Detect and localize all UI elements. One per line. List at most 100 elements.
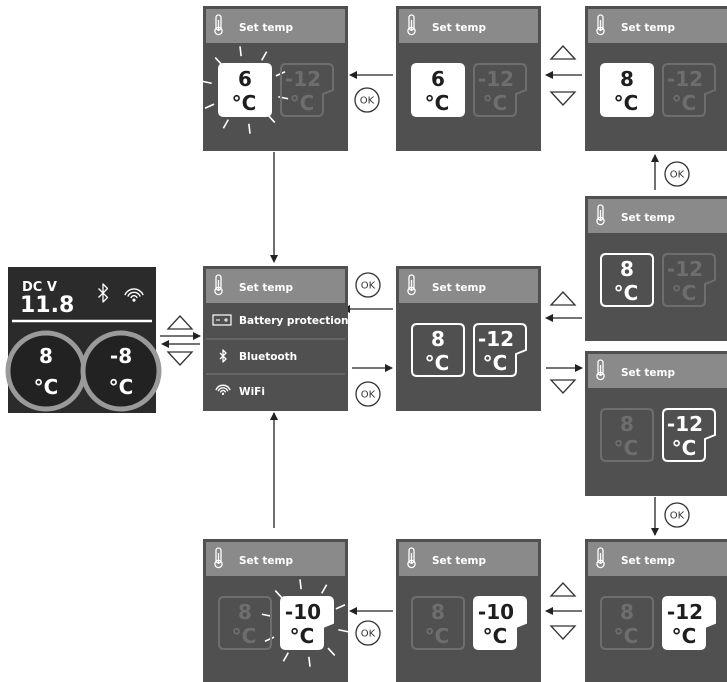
thermometer-icon: [596, 204, 605, 226]
temp-box-frame: [280, 63, 334, 117]
ok-label: OK: [361, 390, 376, 401]
header-title: Set temp: [621, 212, 675, 224]
screen-s-mid: Set temp 8°C-12°C: [396, 266, 541, 411]
right-temp-box: -12°C: [473, 63, 527, 117]
ok-label: OK: [361, 629, 376, 640]
blink-rays: [261, 579, 349, 667]
home-temp-unit: °C: [34, 375, 59, 399]
ok-label: OK: [361, 281, 376, 292]
thermometer-icon: [407, 547, 416, 569]
right-temp-box: -10°C: [473, 596, 527, 650]
screen-header: [206, 9, 345, 43]
temp-unit: °C: [425, 624, 450, 648]
header-title: Set temp: [621, 22, 675, 34]
home-temp-right: -8°C: [80, 330, 162, 412]
thermometer-icon: [214, 274, 223, 296]
left-temp-box: 8°C: [411, 323, 465, 377]
temp-value: -10: [285, 600, 321, 624]
screen-header: [399, 542, 538, 576]
up-arrow-button: [549, 45, 577, 60]
temp-value: 6: [431, 67, 445, 91]
temp-unit: °C: [672, 436, 697, 460]
down-arrow-button: [549, 379, 577, 394]
temp-unit: °C: [290, 91, 315, 115]
temp-unit: °C: [614, 281, 639, 305]
temp-unit: °C: [483, 624, 508, 648]
battery-icon: [212, 314, 232, 326]
screen-header: [588, 199, 727, 233]
home-temp-unit: °C: [109, 375, 134, 399]
left-temp-box: 8°C: [600, 596, 654, 650]
left-temp-box: 8°C: [411, 596, 465, 650]
temp-unit: °C: [290, 624, 315, 648]
temp-box-frame: [662, 63, 716, 117]
thermometer-icon: [407, 14, 416, 36]
screen-header: [206, 542, 345, 576]
temp-box-frame: [662, 408, 716, 462]
temp-box-frame: [473, 63, 527, 117]
header-title: Set temp: [432, 22, 486, 34]
thermometer-icon: [214, 547, 223, 569]
thermometer-icon: [407, 274, 416, 296]
left-temp-box: 8°C: [600, 63, 654, 117]
connectors-layer: OK OK OK OK OK OK: [160, 45, 690, 646]
temp-box-frame: [600, 63, 654, 117]
temp-value: -10: [478, 600, 514, 624]
home-temp-value: 8: [39, 344, 53, 368]
ok-button: OK: [664, 502, 690, 528]
dcv-value: 11.8: [20, 293, 74, 318]
temp-unit: °C: [483, 351, 508, 375]
menu-item-wifi: WiFi: [239, 386, 265, 398]
temp-value: 8: [620, 257, 634, 281]
right-temp-box: -12°C: [473, 323, 527, 377]
down-arrow-button: [166, 351, 194, 366]
right-temp-box: -12°C: [662, 408, 716, 462]
ok-label: OK: [670, 170, 685, 181]
header-title: Set temp: [432, 282, 486, 294]
temp-value: -12: [667, 257, 703, 281]
home-display: DC V11.88°C-8°C: [5, 267, 162, 413]
temp-value: -12: [667, 600, 703, 624]
temp-unit: °C: [425, 351, 450, 375]
wifi-icon: [215, 384, 231, 396]
temp-value: 8: [620, 67, 634, 91]
temp-box-frame: [600, 408, 654, 462]
right-temp-box: -12°C: [662, 596, 716, 650]
temp-box-frame: [473, 323, 527, 377]
temp-box-frame: [411, 63, 465, 117]
left-temp-box: 8°C: [600, 253, 654, 307]
left-temp-box: 8°C: [600, 408, 654, 462]
temp-box-frame: [218, 63, 272, 117]
blink-rays: [201, 46, 289, 134]
up-arrow-button: [549, 582, 577, 597]
temp-value: -12: [478, 67, 514, 91]
bluetooth-icon: [219, 349, 227, 363]
temp-box-frame: [662, 253, 716, 307]
up-arrow-button: [166, 315, 194, 330]
down-arrow-button: [549, 625, 577, 640]
ok-button: OK: [664, 161, 690, 187]
temp-unit: °C: [614, 91, 639, 115]
home-temp-left: 8 °C: [5, 330, 87, 412]
menu-item-set-temp: Set temp: [239, 282, 293, 294]
screen-header: [588, 542, 727, 576]
temp-value: 8: [238, 600, 252, 624]
down-arrow-button: [549, 91, 577, 106]
temp-unit: °C: [672, 281, 697, 305]
header-title: Set temp: [432, 555, 486, 567]
thermometer-icon: [214, 14, 223, 36]
dcv-label: DC V: [22, 280, 57, 295]
right-temp-box: -12°C: [662, 63, 716, 117]
ok-label: OK: [360, 96, 375, 107]
temp-unit: °C: [672, 624, 697, 648]
header-title: Set temp: [621, 367, 675, 379]
left-temp-box: 6°C: [218, 63, 272, 117]
temp-value: -12: [667, 67, 703, 91]
thermometer-icon: [596, 14, 605, 36]
screen-header: [399, 9, 538, 43]
temp-unit: °C: [425, 91, 450, 115]
